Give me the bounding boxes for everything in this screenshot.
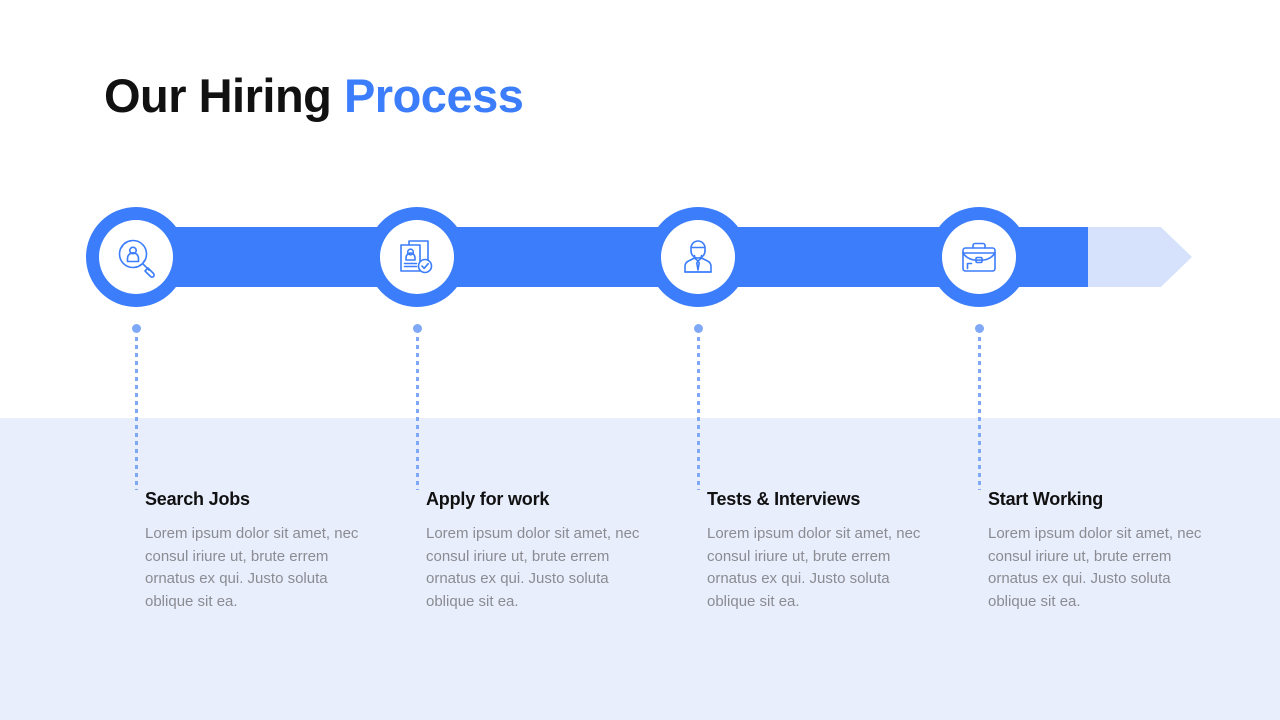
step-heading-1: Search Jobs (145, 489, 250, 509)
connector-line-1 (132, 324, 141, 490)
connector-knob-4 (975, 324, 984, 333)
background-band (0, 418, 1280, 720)
connector-dots-3 (697, 336, 700, 490)
connector-line-3 (694, 324, 703, 490)
connector-line-4 (975, 324, 984, 490)
step-text-4: Start Working Lorem ipsum dolor sit amet… (988, 489, 1203, 613)
connector-knob-3 (694, 324, 703, 333)
briefcase-icon (957, 235, 1001, 279)
page-title-primary: Our Hiring (104, 69, 332, 122)
step-node-4-inner (942, 220, 1016, 294)
step-text-1: Search Jobs Lorem ipsum dolor sit amet, … (145, 489, 360, 613)
connector-dots-1 (135, 336, 138, 490)
step-node-3[interactable] (648, 207, 748, 307)
step-node-2-inner (380, 220, 454, 294)
step-heading-3: Tests & Interviews (707, 489, 861, 509)
connector-dots-2 (416, 336, 419, 490)
step-body-1: Lorem ipsum dolor sit amet, nec consul i… (145, 525, 359, 610)
connector-line-2 (413, 324, 422, 490)
businessperson-icon (676, 235, 720, 279)
resume-check-icon (395, 235, 439, 279)
step-body-4: Lorem ipsum dolor sit amet, nec consul i… (988, 525, 1202, 610)
connector-knob-1 (132, 324, 141, 333)
step-heading-2: Apply for work (426, 489, 550, 509)
step-text-2: Apply for work Lorem ipsum dolor sit ame… (426, 489, 641, 613)
connector-dots-4 (978, 336, 981, 490)
ribbon-arrow-head (1088, 227, 1192, 287)
step-node-1[interactable] (86, 207, 186, 307)
page-title-accent: Process (343, 69, 524, 122)
page-title: Our Hiring Process (104, 68, 524, 123)
step-node-4[interactable] (929, 207, 1029, 307)
step-body-2: Lorem ipsum dolor sit amet, nec consul i… (426, 525, 640, 610)
step-heading-4: Start Working (988, 489, 1104, 509)
step-node-2[interactable] (367, 207, 467, 307)
step-body-3: Lorem ipsum dolor sit amet, nec consul i… (707, 525, 921, 610)
step-text-3: Tests & Interviews Lorem ipsum dolor sit… (707, 489, 922, 613)
step-node-3-inner (661, 220, 735, 294)
process-ribbon (0, 227, 1280, 287)
person-search-icon (114, 235, 158, 279)
step-node-1-inner (99, 220, 173, 294)
connector-knob-2 (413, 324, 422, 333)
